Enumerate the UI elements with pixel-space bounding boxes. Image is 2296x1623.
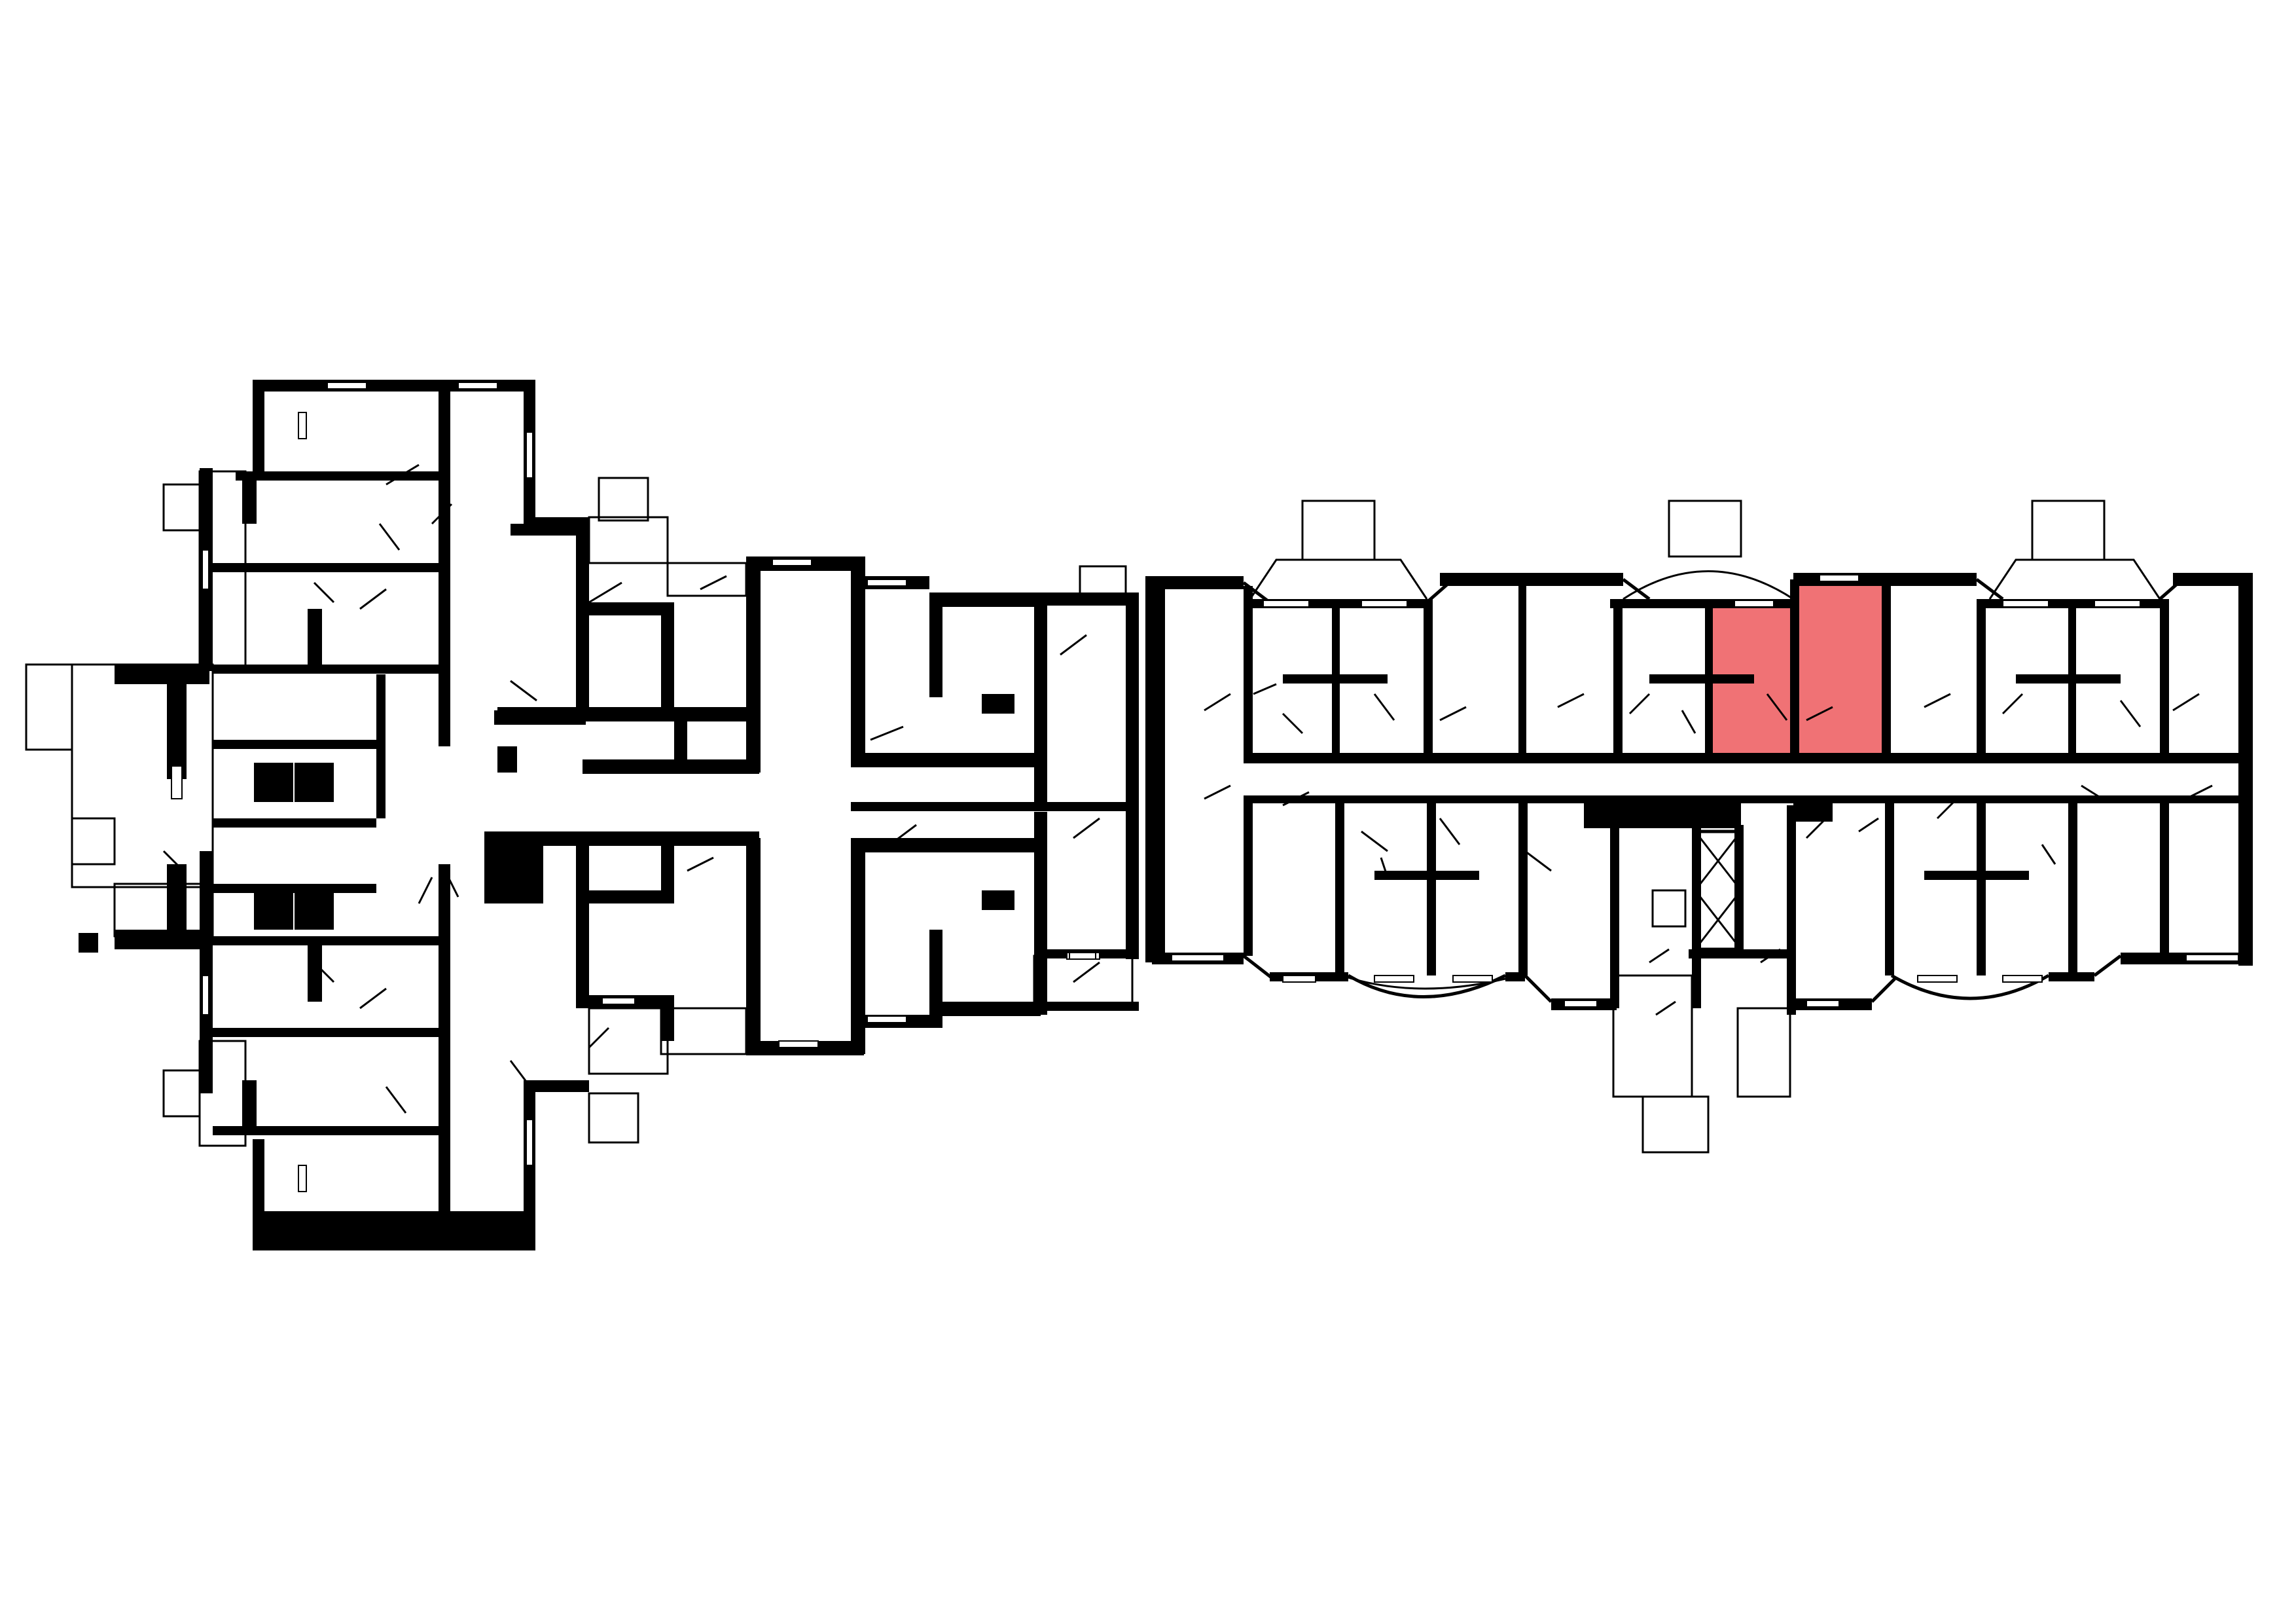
right-wing-doors	[1204, 683, 2213, 1016]
connector-corridor	[851, 593, 1139, 1011]
left-wing-partitions	[79, 471, 445, 1135]
left-hub	[439, 524, 586, 943]
left-wing-windows	[171, 382, 1100, 1192]
left-wing-outer-walls	[115, 380, 589, 1250]
left-lower-arm	[497, 812, 1047, 1055]
left-upper-arm	[497, 524, 1047, 809]
highlighted-room-2	[1797, 583, 1882, 756]
lift-core	[1693, 830, 1743, 951]
right-wing-stairs	[1301, 500, 2106, 1154]
right-wing-upper-walls	[1244, 576, 2169, 756]
left-wing	[25, 380, 1139, 1250]
right-wing-corridor	[1244, 753, 2251, 828]
right-wing	[1069, 500, 2253, 1154]
right-wing-windows	[1069, 574, 2239, 1008]
left-wing-stairs	[25, 477, 1127, 1144]
left-wing-doors	[162, 464, 1100, 1114]
right-wing-lower-walls	[1244, 799, 2169, 1008]
